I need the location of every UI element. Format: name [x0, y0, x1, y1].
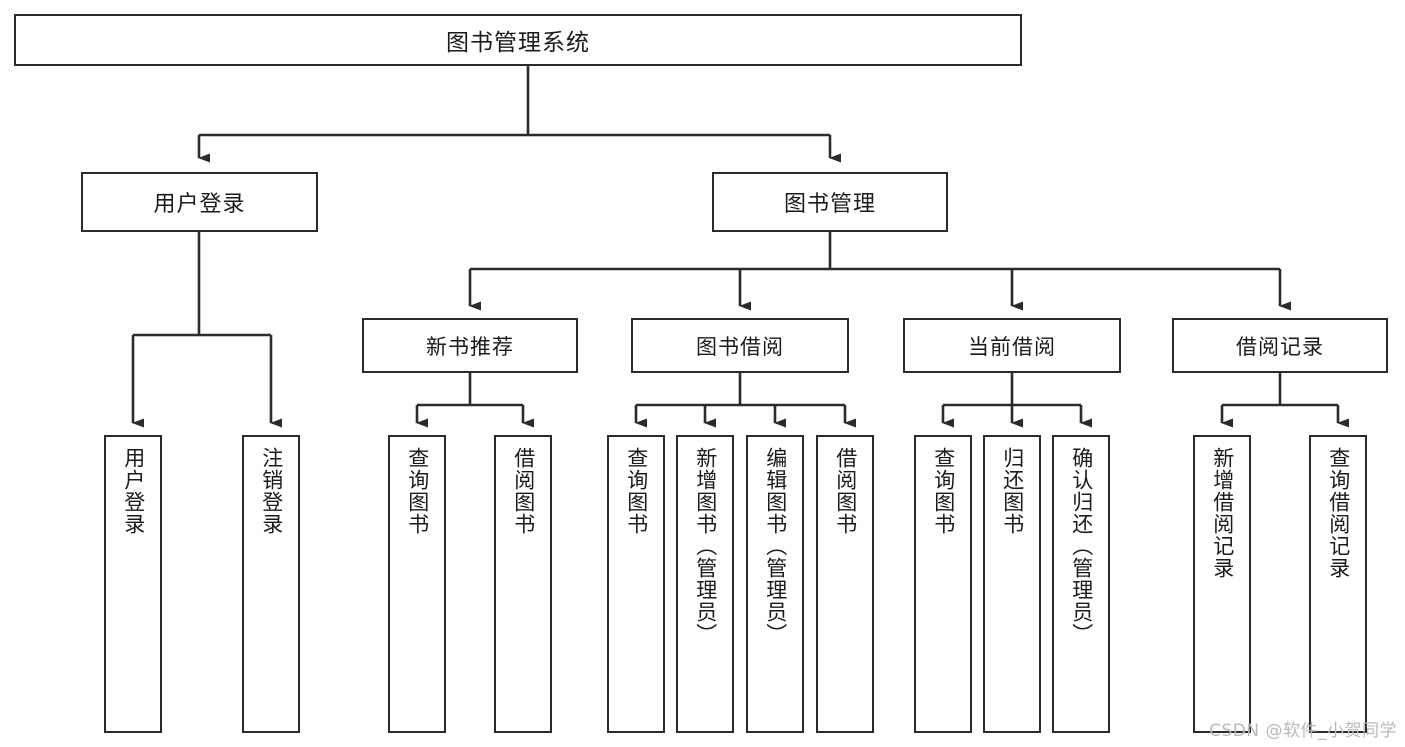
node-book-management[interactable]: 图书管理	[712, 172, 948, 232]
node-user-login[interactable]: 用户登录	[81, 172, 318, 232]
leaf-current-confirm-return-admin[interactable]: 确认归还（管理员）	[1052, 435, 1110, 733]
node-label: 新书推荐	[426, 334, 514, 359]
leaf-recommend-borrow-book[interactable]: 借阅图书	[494, 435, 552, 733]
node-label: 图书管理系统	[446, 30, 590, 56]
node-label: 确认归还（管理员）	[1069, 447, 1094, 645]
node-label: 借阅图书	[833, 447, 858, 535]
watermark: CSDN @软件_小贺同学	[1209, 721, 1397, 741]
node-label: 编辑图书（管理员）	[763, 447, 788, 645]
node-label: 归还图书	[1000, 447, 1025, 535]
node-label: 图书借阅	[696, 334, 784, 359]
node-label: 图书管理	[783, 192, 876, 217]
node-label: 借阅记录	[1236, 334, 1324, 359]
node-label: 新增借阅记录	[1210, 447, 1235, 579]
leaf-borrow-borrow-book[interactable]: 借阅图书	[816, 435, 874, 733]
node-label: 查询图书	[405, 447, 430, 535]
leaf-current-query-book[interactable]: 查询图书	[914, 435, 972, 733]
node-label: 查询图书	[931, 447, 956, 535]
node-label: 注销登录	[259, 447, 284, 535]
node-label: 查询图书	[624, 447, 649, 535]
node-new-book-recommend[interactable]: 新书推荐	[362, 318, 578, 373]
leaf-borrow-edit-book-admin[interactable]: 编辑图书（管理员）	[746, 435, 804, 733]
node-book-borrow[interactable]: 图书借阅	[631, 318, 849, 373]
node-label: 借阅图书	[511, 447, 536, 535]
leaf-recommend-query-book[interactable]: 查询图书	[388, 435, 446, 733]
leaf-borrow-query-book[interactable]: 查询图书	[607, 435, 665, 733]
node-label: 查询借阅记录	[1326, 447, 1351, 579]
leaf-user-login-logout[interactable]: 注销登录	[242, 435, 300, 733]
node-borrow-records[interactable]: 借阅记录	[1172, 318, 1388, 373]
leaf-borrow-add-book-admin[interactable]: 新增图书（管理员）	[676, 435, 734, 733]
node-label: 当前借阅	[968, 334, 1056, 359]
node-label: 用户登录	[121, 447, 146, 535]
node-label: 新增图书（管理员）	[693, 447, 718, 645]
leaf-user-login-login[interactable]: 用户登录	[104, 435, 162, 733]
leaf-records-query-record[interactable]: 查询借阅记录	[1309, 435, 1367, 733]
leaf-current-return-book[interactable]: 归还图书	[983, 435, 1041, 733]
node-label: 用户登录	[153, 192, 246, 217]
leaf-records-add-record[interactable]: 新增借阅记录	[1193, 435, 1251, 733]
node-root-system[interactable]: 图书管理系统	[14, 14, 1022, 66]
node-current-borrow[interactable]: 当前借阅	[903, 318, 1121, 373]
